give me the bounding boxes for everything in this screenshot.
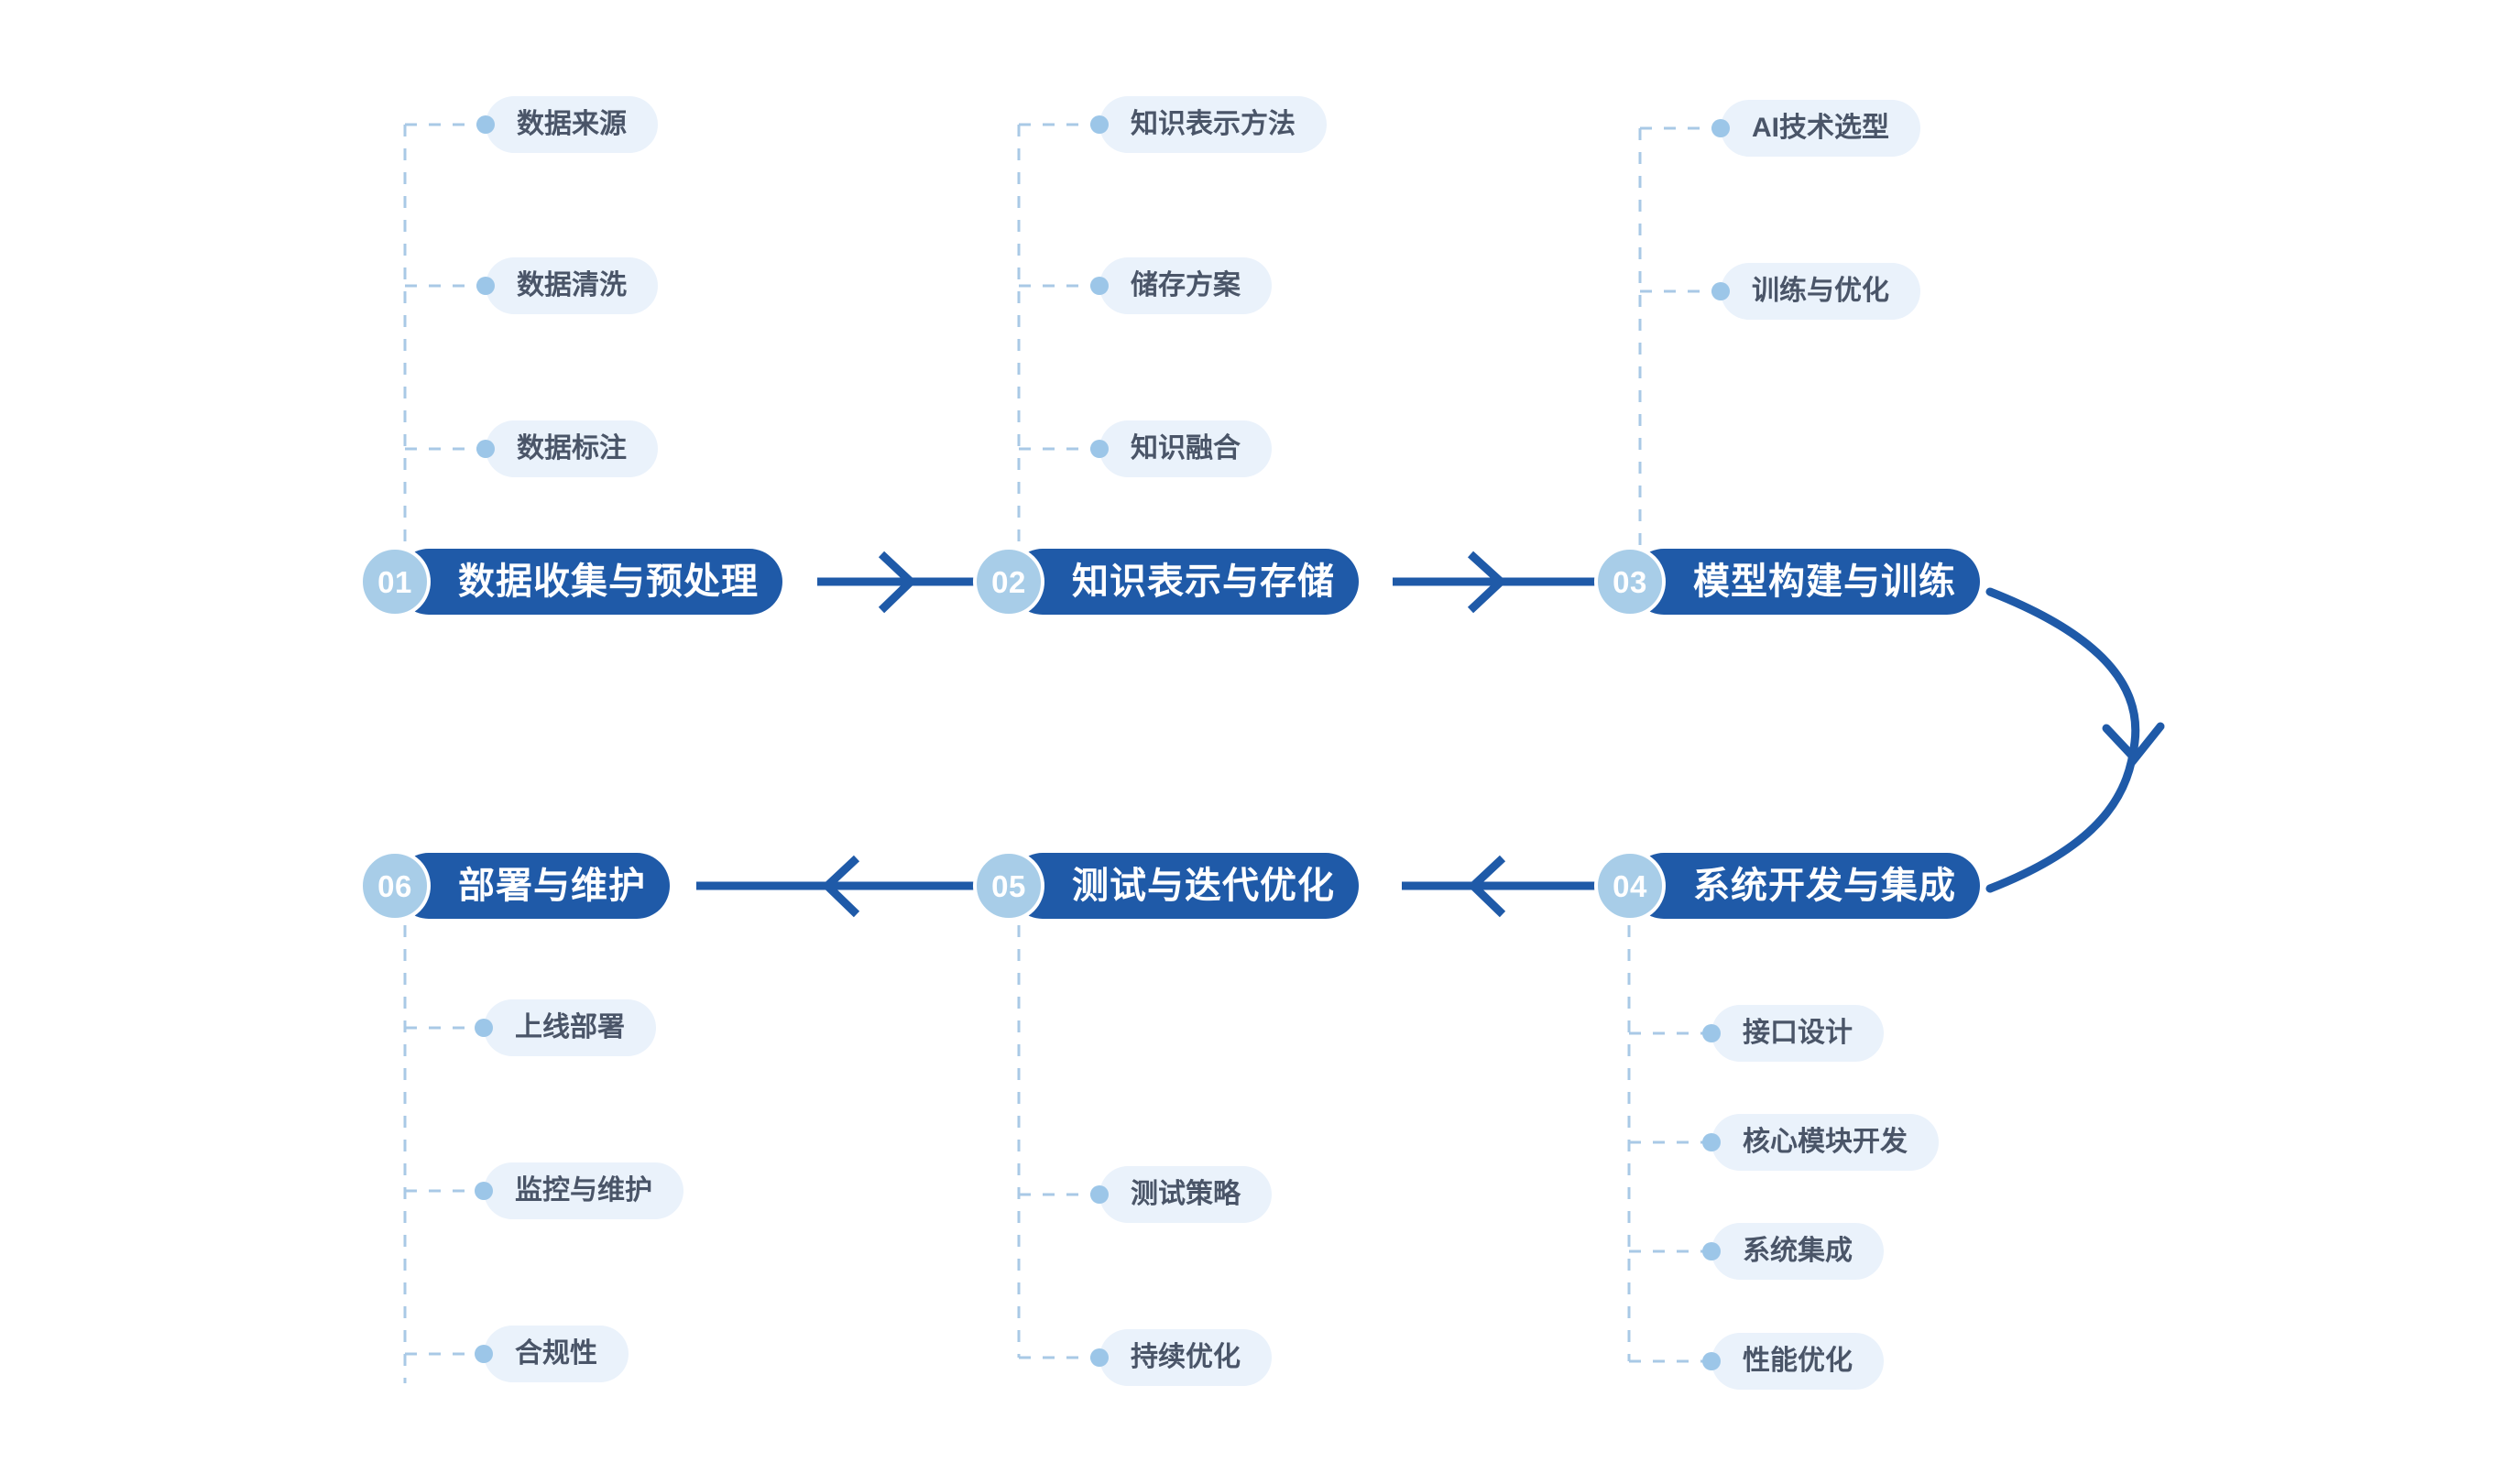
stage-badge-05: 05 [973, 850, 1044, 922]
stage-badge-01: 01 [359, 546, 431, 617]
leaf-pill-03-2[interactable]: 训练与优化 [1721, 263, 1920, 320]
dashed-tree-stage-06 [403, 925, 484, 1383]
stage-label-06: 部署与维护 [458, 866, 646, 906]
dashed-tree-stage-05 [1017, 925, 1098, 1359]
leaf-pill-03-1[interactable]: AI技术选型 [1721, 100, 1920, 157]
leaf-pill-06-3[interactable]: 合规性 [484, 1326, 629, 1382]
leaf-label-06-2: 监控与维护 [515, 1175, 652, 1206]
leaf-label-02-3: 知识融合 [1131, 433, 1241, 464]
leaf-dot-05-2 [1090, 1348, 1109, 1367]
leaf-dot-02-2 [1090, 277, 1109, 295]
stage-bar-06[interactable]: 部署与维护 [396, 853, 670, 919]
leaf-pill-01-1[interactable]: 数据来源 [486, 96, 658, 153]
arrow-03-to-04-curve [1985, 587, 2165, 893]
leaf-pill-04-3[interactable]: 系统集成 [1711, 1223, 1884, 1280]
leaf-pill-05-2[interactable]: 持续优化 [1099, 1329, 1272, 1386]
leaf-dot-04-2 [1702, 1133, 1721, 1151]
stage-label-01: 数据收集与预处理 [458, 562, 759, 602]
leaf-label-01-2: 数据清洗 [517, 270, 627, 300]
arrow-01-to-02 [817, 551, 982, 614]
leaf-label-05-2: 持续优化 [1131, 1342, 1241, 1372]
stage-badge-03: 03 [1594, 546, 1666, 617]
stage-number-01: 01 [377, 564, 412, 599]
leaf-label-02-2: 储存方案 [1131, 270, 1241, 300]
leaf-label-06-3: 合规性 [515, 1338, 597, 1369]
leaf-label-01-1: 数据来源 [517, 109, 627, 139]
leaf-dot-06-3 [475, 1345, 493, 1363]
dashed-tree-stage-03 [1638, 126, 1721, 550]
leaf-label-04-4: 性能优化 [1743, 1346, 1853, 1376]
stage-badge-06: 06 [359, 850, 431, 922]
stage-number-02: 02 [991, 564, 1026, 599]
leaf-dot-06-1 [475, 1019, 493, 1037]
leaf-dot-04-1 [1702, 1024, 1721, 1042]
leaf-pill-01-3[interactable]: 数据标注 [486, 420, 658, 477]
leaf-dot-02-1 [1090, 115, 1109, 134]
leaf-dot-03-2 [1711, 282, 1730, 300]
leaf-dot-04-3 [1702, 1242, 1721, 1260]
leaf-dot-01-1 [476, 115, 495, 134]
stage-badge-02: 02 [973, 546, 1044, 617]
leaf-dot-01-2 [476, 277, 495, 295]
leaf-label-04-1: 接口设计 [1743, 1018, 1853, 1048]
leaf-pill-01-2[interactable]: 数据清洗 [486, 257, 658, 314]
leaf-pill-02-1[interactable]: 知识表示方法 [1099, 96, 1327, 153]
leaf-label-03-2: 训练与优化 [1752, 276, 1889, 306]
stage-number-03: 03 [1613, 564, 1647, 599]
leaf-dot-01-3 [476, 440, 495, 458]
stage-label-03: 模型构建与训练 [1693, 562, 1956, 602]
stage-bar-02[interactable]: 知识表示与存储 [1010, 549, 1359, 615]
leaf-dot-05-1 [1090, 1185, 1109, 1204]
stage-label-04: 系统开发与集成 [1693, 866, 1956, 906]
leaf-label-06-1: 上线部署 [515, 1012, 625, 1042]
dashed-tree-stage-01 [403, 123, 486, 550]
leaf-pill-02-2[interactable]: 储存方案 [1099, 257, 1272, 314]
leaf-dot-03-1 [1711, 119, 1730, 137]
stage-bar-05[interactable]: 测试与迭代优化 [1010, 853, 1359, 919]
leaf-label-01-3: 数据标注 [517, 433, 627, 464]
arrow-05-to-06 [696, 855, 982, 918]
leaf-pill-04-4[interactable]: 性能优化 [1711, 1333, 1884, 1390]
stage-badge-04: 04 [1594, 850, 1666, 922]
leaf-label-04-3: 系统集成 [1743, 1236, 1853, 1266]
leaf-pill-05-1[interactable]: 测试策略 [1099, 1166, 1272, 1223]
leaf-pill-04-1[interactable]: 接口设计 [1711, 1005, 1884, 1062]
stage-label-02: 知识表示与存储 [1072, 562, 1335, 602]
stage-bar-03[interactable]: 模型构建与训练 [1631, 549, 1980, 615]
leaf-dot-06-2 [475, 1182, 493, 1200]
dashed-tree-stage-04 [1627, 925, 1711, 1363]
leaf-label-02-1: 知识表示方法 [1131, 109, 1296, 139]
leaf-label-03-1: AI技术选型 [1752, 113, 1889, 143]
leaf-pill-06-2[interactable]: 监控与维护 [484, 1162, 683, 1219]
leaf-pill-06-1[interactable]: 上线部署 [484, 999, 656, 1056]
leaf-pill-02-3[interactable]: 知识融合 [1099, 420, 1272, 477]
arrow-04-to-05 [1402, 855, 1603, 918]
stage-number-05: 05 [991, 868, 1026, 903]
leaf-dot-02-3 [1090, 440, 1109, 458]
leaf-label-05-1: 测试策略 [1131, 1179, 1241, 1209]
stage-number-06: 06 [377, 868, 412, 903]
leaf-pill-04-2[interactable]: 核心模块开发 [1711, 1114, 1939, 1171]
stage-bar-04[interactable]: 系统开发与集成 [1631, 853, 1980, 919]
leaf-label-04-2: 核心模块开发 [1743, 1127, 1908, 1157]
arrow-02-to-03 [1393, 551, 1603, 614]
dashed-tree-stage-02 [1017, 123, 1098, 550]
leaf-dot-04-4 [1702, 1352, 1721, 1370]
stage-number-04: 04 [1613, 868, 1647, 903]
stage-label-05: 测试与迭代优化 [1072, 866, 1335, 906]
stage-bar-01[interactable]: 数据收集与预处理 [396, 549, 782, 615]
